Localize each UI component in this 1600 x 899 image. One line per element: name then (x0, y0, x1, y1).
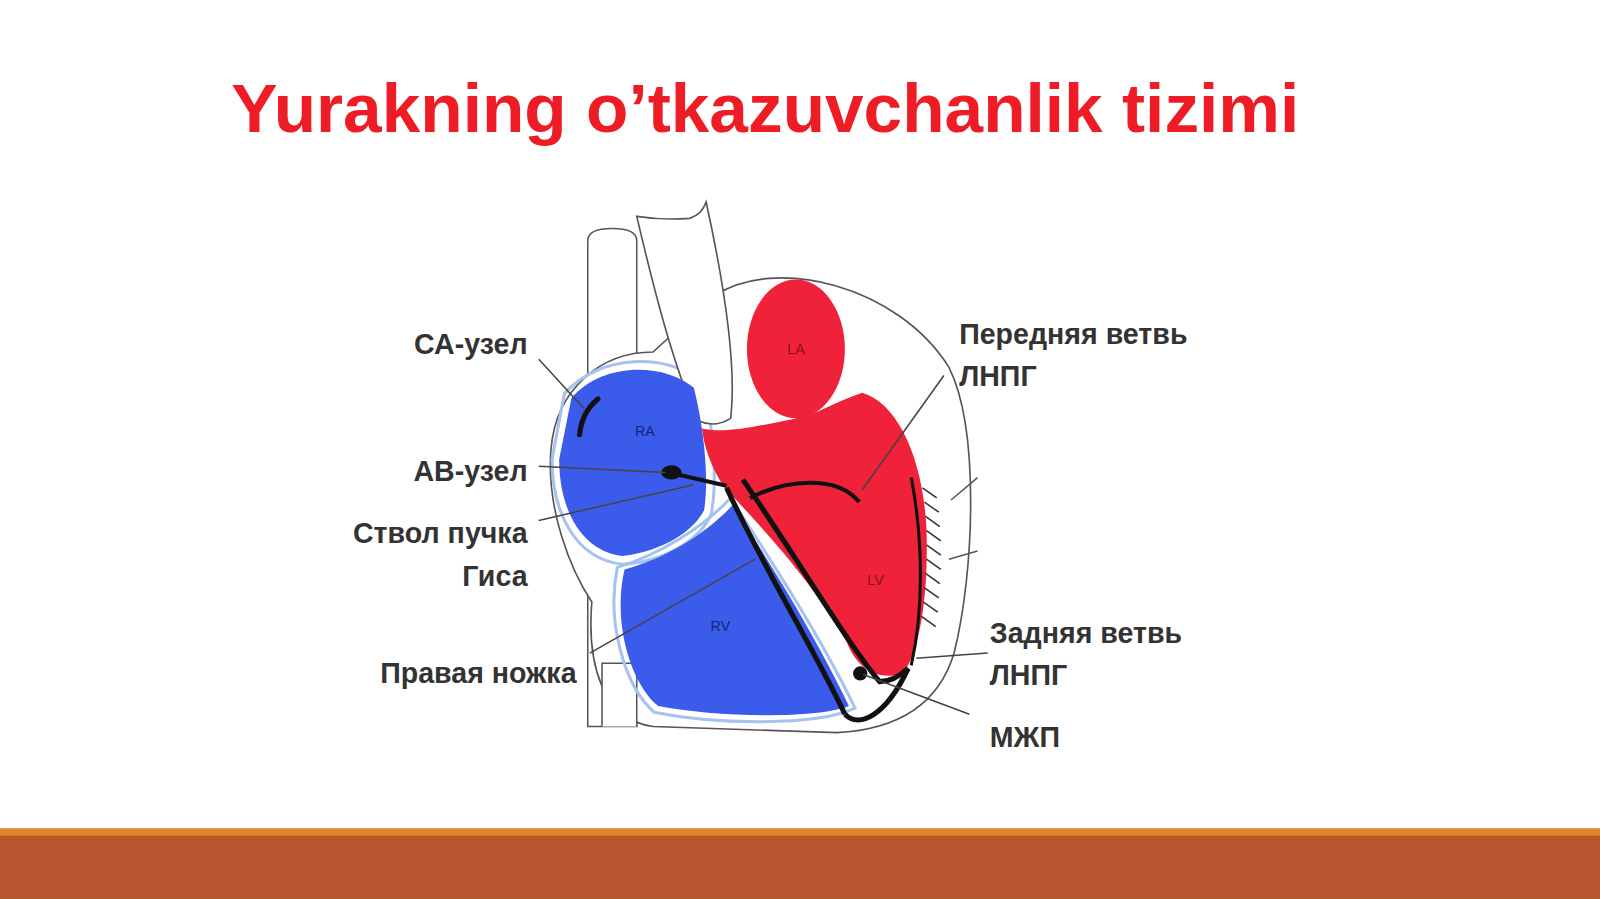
footer-band (0, 829, 1600, 899)
purkinje-fibers (921, 488, 940, 627)
leader-lines (539, 359, 988, 714)
callout-label: Правая ножка (321, 652, 576, 694)
callout-label: СА-узел (323, 323, 527, 365)
tick-line (949, 551, 978, 559)
chamber-label: RA (635, 422, 655, 438)
callout-label: Задняя ветвь ЛНПГ (990, 612, 1250, 696)
chamber-label: LV (867, 571, 883, 587)
posterior-fascicle (911, 478, 920, 666)
anterior-fascicle (750, 483, 859, 502)
callout-label: АВ-узел (323, 450, 527, 492)
tick-line (951, 478, 978, 500)
callout-label: МЖП (990, 716, 1194, 758)
chamber-label: LA (787, 341, 804, 357)
sa-node-symbol (580, 399, 598, 435)
av-node-symbol (661, 465, 681, 479)
chamber-fill (747, 280, 845, 419)
his-bundle (678, 474, 727, 485)
inferior-vena-cava (602, 663, 637, 726)
bundle-branch (727, 488, 845, 715)
septum-dot (853, 666, 867, 680)
bundle-branch (743, 480, 908, 682)
callout-label: Ствол пучка Гиса (291, 512, 528, 598)
bundle-branch (845, 668, 908, 720)
slide-title: Yurakning o’tkazuvchanlik tizimi (153, 66, 1377, 148)
callout-label: Передняя ветвь ЛНПГ (959, 313, 1250, 397)
heart-outline (550, 278, 970, 733)
footer-stripe (0, 829, 1600, 836)
chamber-shape (612, 500, 853, 720)
chamber-fill (559, 370, 706, 556)
chamber-shape (556, 362, 711, 561)
chamber-fill (621, 505, 849, 715)
chamber-label: RV (711, 617, 731, 633)
heart-chamber: LA (743, 276, 849, 423)
heart-chamber: RV (612, 500, 853, 720)
heart-chamber: RA (556, 362, 711, 561)
